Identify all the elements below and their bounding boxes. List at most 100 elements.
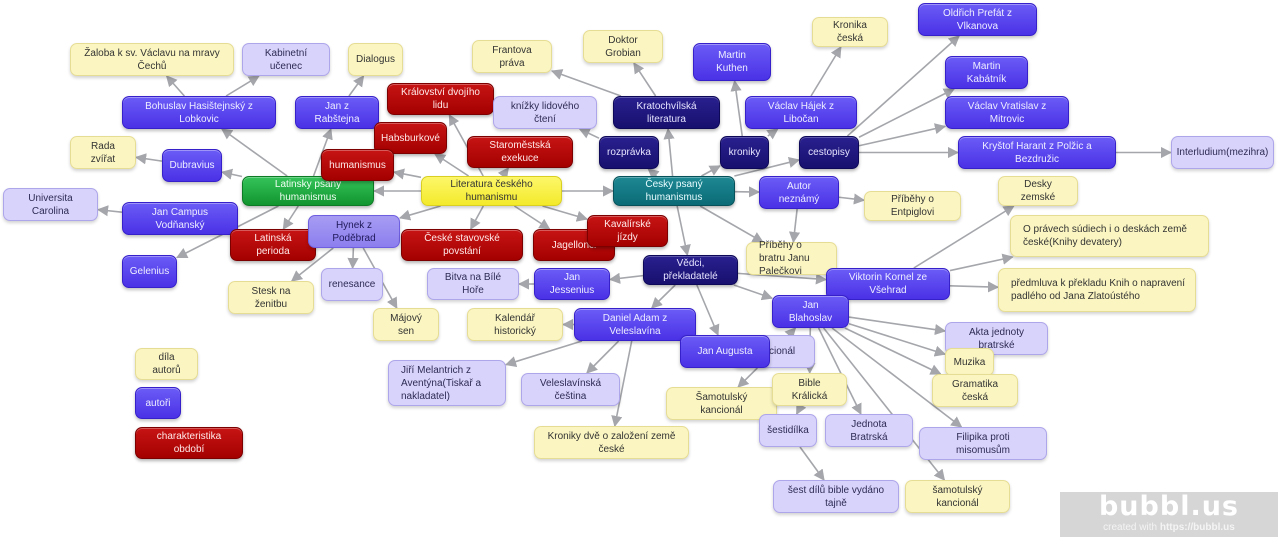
edge-czech-to-cestopisy: [734, 156, 801, 177]
node-habsburkove[interactable]: Habsburkové: [374, 122, 447, 154]
node-label: humanismus: [329, 159, 386, 171]
legend-authors[interactable]: autoři: [135, 387, 181, 419]
node-kratochvilska[interactable]: Kratochvílská literatura: [613, 96, 720, 129]
bubblus-watermark[interactable]: bubbl.us created with https://bubbl.us: [1060, 492, 1278, 537]
node-grobian[interactable]: Doktor Grobian: [583, 30, 663, 63]
node-filipika[interactable]: Filipika proti misomusům: [919, 427, 1047, 460]
node-kabatnik[interactable]: Martin Kabátník: [945, 56, 1028, 89]
edge-veleslavin-to-veleslavinska: [586, 340, 620, 374]
node-kavalirske[interactable]: Kavalírské jízdy: [587, 215, 668, 247]
node-jednota[interactable]: Jednota Bratrská: [825, 414, 913, 447]
edge-bohuslav-to-zaloba: [165, 75, 185, 97]
node-dialogus[interactable]: Dialogus: [348, 43, 403, 76]
node-bitva[interactable]: Bitva na Bílé Hoře: [427, 268, 519, 300]
node-label: České stavovské povstání: [424, 233, 500, 257]
node-vratislav[interactable]: Václav Vratislav z Mitrovic: [945, 96, 1069, 129]
node-entpiglovi[interactable]: Příběhy o Entpiglovi: [864, 191, 961, 221]
credit-text: created with https://bubbl.us: [1103, 522, 1235, 533]
node-bible[interactable]: Bible Králická: [772, 373, 847, 406]
node-kabinetni[interactable]: Kabinetní učenec: [242, 43, 330, 76]
node-stesk[interactable]: Stesk na ženitbu: [228, 281, 314, 314]
edge-hajek-to-kronika: [810, 46, 842, 97]
node-kronika[interactable]: Kronika česká: [812, 17, 888, 47]
node-augusta[interactable]: Jan Augusta: [680, 335, 770, 368]
node-latin[interactable]: Latinsky psaný humanismus: [242, 176, 374, 206]
node-renesance[interactable]: renesance: [321, 268, 383, 301]
node-vedci[interactable]: Vědci, překladatelé: [643, 255, 738, 285]
node-czech[interactable]: Česky psaný humanismus: [613, 176, 735, 206]
node-hajek[interactable]: Václav Hájek z Libočan: [745, 96, 857, 129]
node-label: cestopisy: [808, 147, 850, 158]
node-label: Česky psaný humanismus: [645, 179, 703, 203]
node-samotulsky2[interactable]: šamotulský kancionál: [905, 480, 1010, 513]
node-gramatika[interactable]: Gramatika česká: [932, 374, 1018, 407]
edge-hynek-to-renesance: [347, 247, 359, 270]
node-rada[interactable]: Rada zvířat: [70, 136, 136, 169]
node-root[interactable]: Literatura českého humanismu: [421, 176, 562, 206]
node-latperioda[interactable]: Latinská perioda: [230, 229, 316, 261]
node-majovy[interactable]: Májový sen: [373, 308, 439, 341]
node-label: Kabinetní učenec: [264, 47, 308, 72]
node-knizky[interactable]: knížky lidového čtení: [493, 96, 597, 129]
edge-kornel-to-predmluva: [949, 281, 1000, 293]
edge-kroniky-to-hajek: [766, 128, 779, 140]
node-hynek[interactable]: Hynek z Poděbrad: [308, 215, 400, 248]
node-kornel[interactable]: Viktorin Kornel ze Všehrad: [826, 268, 950, 300]
legend-characteristics[interactable]: charakteristika období: [135, 427, 243, 459]
node-veleslavinska[interactable]: Veleslavínská čeština: [521, 373, 620, 406]
node-stavovske[interactable]: České stavovské povstání: [401, 229, 523, 261]
edge-vedci-to-augusta: [696, 284, 720, 337]
node-humanismus[interactable]: humanismus: [321, 149, 394, 181]
node-sestidilka[interactable]: šestidílka: [759, 414, 817, 447]
node-cestopisy[interactable]: cestopisy: [799, 136, 859, 169]
node-melantrich[interactable]: Jiří Melantrich z Aventýna(Tiskař a nakl…: [388, 360, 506, 406]
node-gelenius[interactable]: Gelenius: [122, 255, 177, 288]
node-frantova[interactable]: Frantova práva: [472, 40, 552, 73]
node-rozpravka[interactable]: rozprávka: [599, 136, 659, 169]
node-label: Autor neznámý: [778, 180, 820, 205]
node-label: šest dílů bible vydáno tajně: [787, 484, 885, 509]
edge-czech-to-rozpravka: [647, 168, 660, 180]
node-samotulsky1[interactable]: Šamotulský kancionál: [666, 387, 777, 420]
node-kronikydve[interactable]: Kroniky dvě o založení země české: [534, 426, 689, 459]
node-campus[interactable]: Jan Campus Vodňanský: [122, 202, 238, 235]
node-dubravius[interactable]: Dubravius: [162, 149, 222, 182]
edge-root-to-humanismus: [392, 168, 422, 180]
node-predmluva[interactable]: předmluva k překladu Knih o napravení pa…: [998, 268, 1196, 312]
node-prefat[interactable]: Oldřich Prefát z Vlkanova: [918, 3, 1037, 36]
node-label: Václav Hájek z Libočan: [767, 100, 835, 125]
node-harant[interactable]: Kryštof Harant z Polžic a Bezdružic: [958, 136, 1116, 169]
node-sestdilu[interactable]: šest dílů bible vydáno tajně: [773, 480, 899, 513]
legend-label: charakteristika období: [156, 431, 222, 455]
node-label: Májový sen: [390, 312, 422, 337]
node-zaloba[interactable]: Žaloba k sv. Václavu na mravy Čechů: [70, 43, 234, 76]
node-label: Dialogus: [356, 54, 395, 65]
legend-works[interactable]: díla autorů: [135, 348, 198, 380]
edge-vedci-to-blahoslav: [733, 284, 774, 301]
node-blahoslav[interactable]: Jan Blahoslav: [772, 295, 849, 328]
node-label: Jagellonci: [551, 239, 597, 251]
node-desky[interactable]: Desky zemské: [998, 176, 1078, 206]
node-interludium[interactable]: Interludium(mezihra): [1171, 136, 1274, 169]
edge-latin-to-bohuslav: [221, 128, 288, 177]
node-staromestska[interactable]: Staroměstská exekuce: [467, 136, 573, 168]
edge-campus-to-carolina: [96, 205, 123, 217]
node-rabstejn[interactable]: Jan z Rabštejna: [295, 96, 379, 129]
node-veleslavin[interactable]: Daniel Adam z Veleslavína: [574, 308, 696, 341]
node-kalendar[interactable]: Kalendář historický: [467, 308, 563, 341]
edge-czech-to-kroniky: [701, 165, 721, 177]
edge-blahoslav-to-gramatika: [844, 327, 942, 375]
node-paleckovi[interactable]: Příběhy o bratru Janu Palečkovi: [746, 240, 837, 277]
node-neznamy[interactable]: Autor neznámý: [759, 176, 839, 209]
credit-link[interactable]: https://bubbl.us: [1159, 522, 1235, 533]
node-kuthen[interactable]: Martin Kuthen: [693, 43, 771, 81]
node-jessenius[interactable]: Jan Jessenius: [534, 268, 610, 300]
node-kroniky[interactable]: kroniky: [720, 136, 769, 169]
node-pravech[interactable]: O právech súdiech i o deskách země české…: [1010, 215, 1209, 257]
node-label: Latinsky psaný humanismus: [274, 179, 342, 203]
node-label: Bitva na Bílé Hoře: [444, 272, 502, 296]
node-kralovstvi[interactable]: Království dvojího lidu: [387, 83, 494, 115]
node-carolina[interactable]: Universita Carolina: [3, 188, 98, 221]
node-muzika[interactable]: Muzika: [945, 348, 994, 376]
node-bohuslav[interactable]: Bohuslav Hasištejnský z Lobkovic: [122, 96, 276, 129]
